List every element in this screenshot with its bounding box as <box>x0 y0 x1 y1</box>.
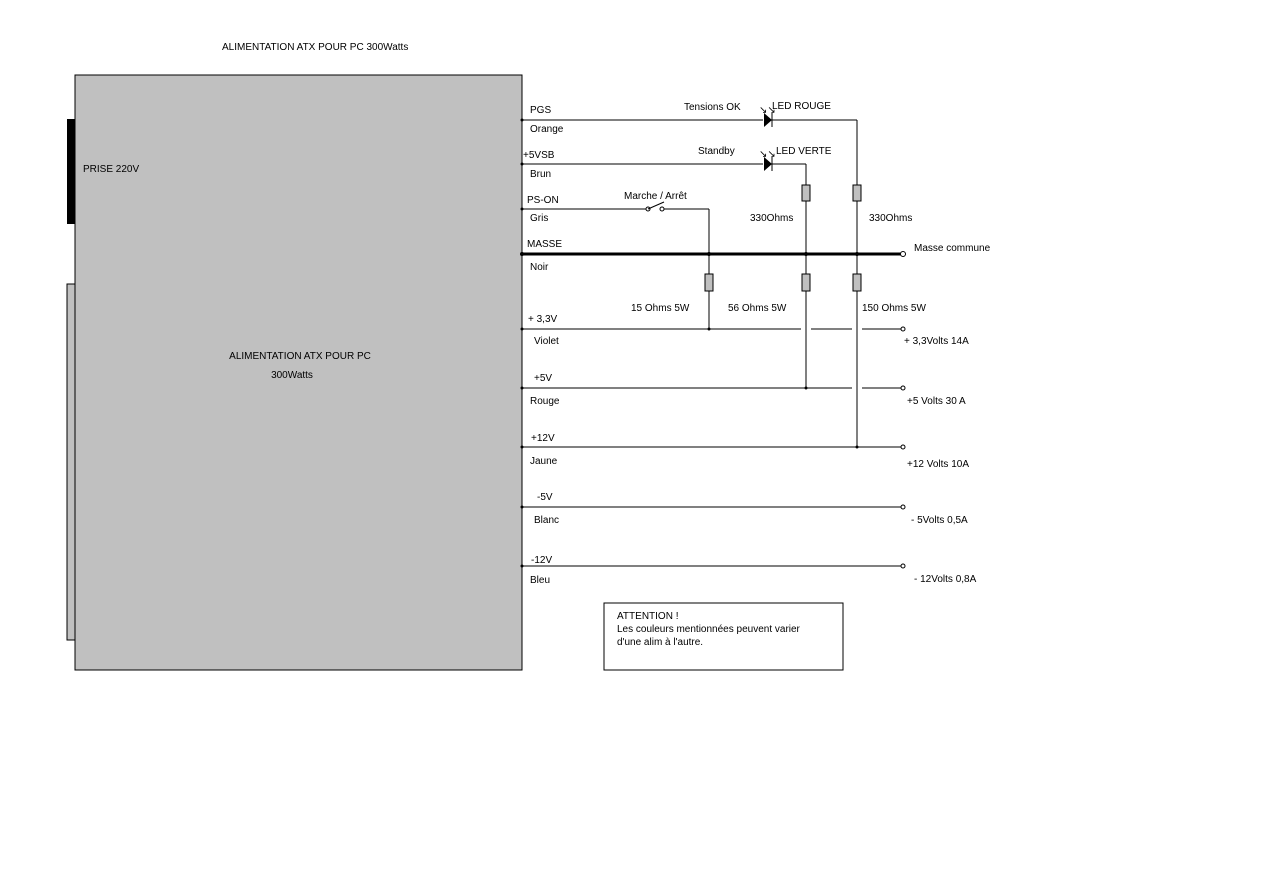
rail-pson: PS-ON Gris <box>520 195 710 254</box>
rail-v12: +12V Jaune +12 Volts 10A <box>520 433 969 470</box>
switch-icon <box>645 201 665 212</box>
rail-v5-name: +5V <box>534 373 552 384</box>
rail-vsb-color: Brun <box>530 169 551 180</box>
rail-pson-name: PS-ON <box>527 195 559 206</box>
rail-vm5-output: - 5Volts 0,5A <box>911 515 968 526</box>
note-line3: d'une alim à l'autre. <box>617 637 703 648</box>
psu-label-line1: ALIMENTATION ATX POUR PC <box>229 351 371 362</box>
resistor-icon <box>852 273 862 292</box>
rail-pson-color: Gris <box>530 213 548 224</box>
resistor-icon <box>801 184 811 202</box>
res-led1-label: 330Ohms <box>750 213 793 224</box>
rail-vsb-name: +5VSB <box>523 150 555 161</box>
rail-v12-output: +12 Volts 10A <box>907 459 969 470</box>
led-red-label: LED ROUGE <box>772 101 831 112</box>
rail-v33-output: + 3,3Volts 14A <box>904 336 969 347</box>
led-green-rays-icon: ↘↘ <box>759 149 776 160</box>
attention-note: ATTENTION ! Les couleurs mentionnées peu… <box>603 602 844 671</box>
diagram-title: ALIMENTATION ATX POUR PC 300Watts <box>222 42 408 53</box>
switch-label: Marche / Arrêt <box>624 191 687 202</box>
rail-vm12-color: Bleu <box>530 575 550 586</box>
res-load1-label: 15 Ohms 5W <box>631 303 690 314</box>
plug-label: PRISE 220V <box>83 164 139 175</box>
rail-v5: +5V Rouge +5 Volts 30 A <box>520 373 966 407</box>
rail-v12-name: +12V <box>531 433 555 444</box>
rail-pgs: PGS Orange <box>520 105 858 185</box>
rail-vm5-name: -5V <box>537 492 553 503</box>
rail-v33-color: Violet <box>534 336 559 347</box>
rail-pgs-name: PGS <box>530 105 551 116</box>
led-green-icon: ↘↘ <box>759 149 776 171</box>
mains-plug-block <box>67 119 75 224</box>
resistor-icon <box>801 273 811 292</box>
psu-side-panel <box>66 283 76 641</box>
led-green-label: LED VERTE <box>776 146 832 157</box>
res-led2-label: 330Ohms <box>869 213 912 224</box>
note-line2: Les couleurs mentionnées peuvent varier <box>617 624 801 635</box>
rail-v33-name: + 3,3V <box>528 314 558 325</box>
psu-box <box>74 74 523 671</box>
rail-masse-color: Noir <box>530 262 549 273</box>
res-load3-label: 150 Ohms 5W <box>862 303 926 314</box>
led-red-caption: Tensions OK <box>684 102 741 113</box>
note-line1: ATTENTION ! <box>617 611 678 622</box>
rail-pgs-color: Orange <box>530 124 564 135</box>
rail-masse-name: MASSE <box>527 239 562 250</box>
res-load2-label: 56 Ohms 5W <box>728 303 787 314</box>
led-red-icon: ↘↘ <box>759 105 776 127</box>
rail-vm5-color: Blanc <box>534 515 559 526</box>
rail-v5-output: +5 Volts 30 A <box>907 396 966 407</box>
led-green-caption: Standby <box>698 146 735 157</box>
rail-masse-output: Masse commune <box>914 243 991 254</box>
rail-vm12-name: -12V <box>531 555 552 566</box>
rail-v12-color: Jaune <box>530 456 558 467</box>
rail-masse: MASSE Noir Masse commune <box>520 239 991 273</box>
psu-label-line2: 300Watts <box>271 370 313 381</box>
rail-v5-color: Rouge <box>530 396 560 407</box>
rail-v33: + 3,3V Violet + 3,3Volts 14A <box>520 314 969 347</box>
rail-vm12-output: - 12Volts 0,8A <box>914 574 977 585</box>
rail-vm12: -12V Bleu - 12Volts 0,8A <box>520 555 977 586</box>
resistor-icon <box>704 273 714 292</box>
resistor-icon <box>852 184 862 202</box>
rail-vsb: +5VSB Brun <box>520 150 807 185</box>
rail-vm5: -5V Blanc - 5Volts 0,5A <box>520 492 968 526</box>
led-red-rays-icon: ↘↘ <box>759 105 776 116</box>
